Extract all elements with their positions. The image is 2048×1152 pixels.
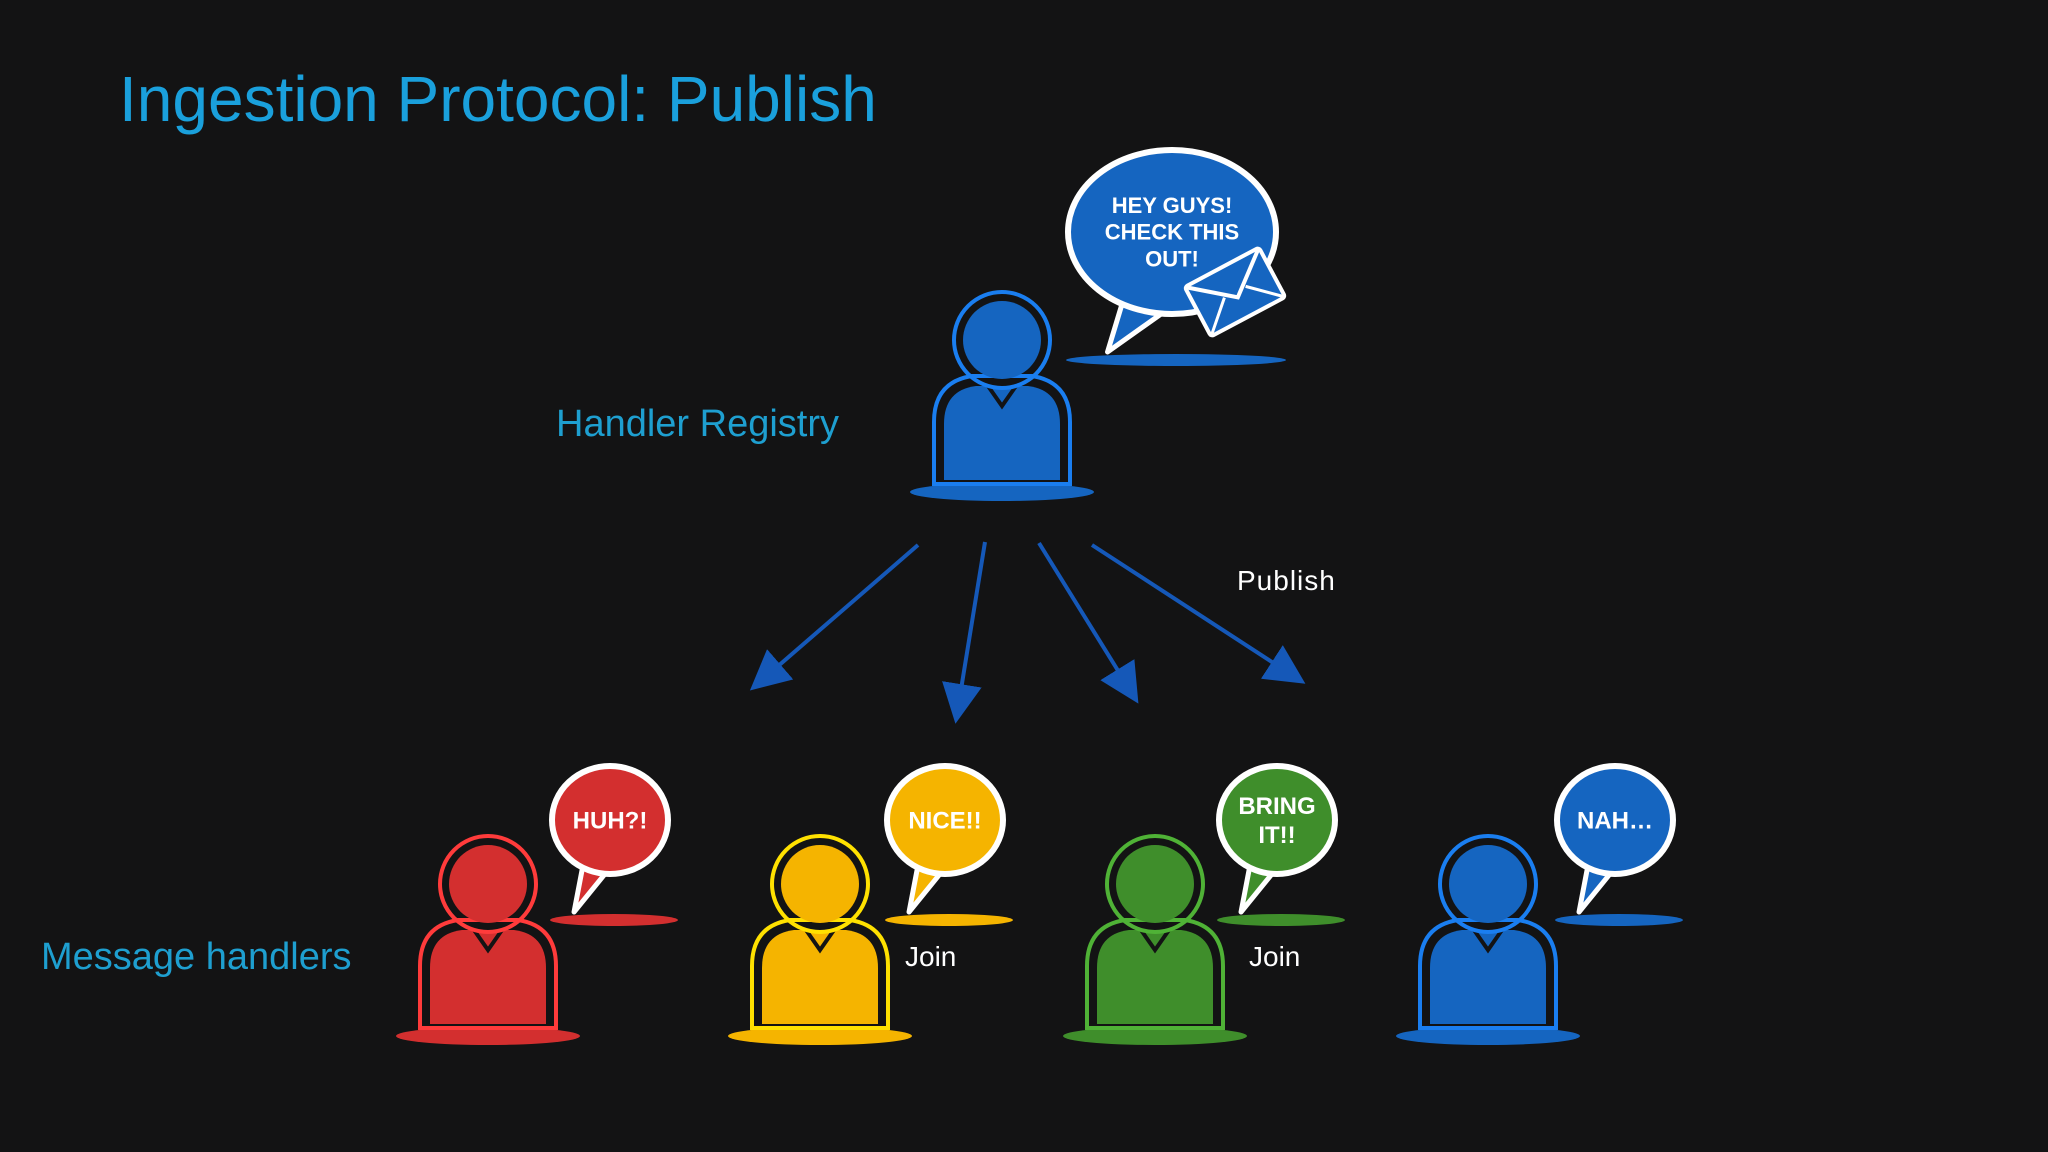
publish-arrows [749,541,1306,724]
publish-arrow [942,541,987,724]
envelope-flap [1184,246,1261,300]
person-collar [472,928,504,954]
bubble-body [1216,763,1338,877]
person-body [944,386,1060,480]
bubble-text: NAH… [1577,807,1653,834]
person-head [1116,845,1194,923]
bubble-base [1066,354,1286,366]
handler-speech-bubble: NAH… [1554,763,1683,926]
person-base [396,1027,580,1045]
handler-person [728,834,912,1045]
person-head-outline [1105,834,1205,934]
bubble-body [884,763,1006,877]
person-head-outline [438,834,538,934]
handler-person [1063,834,1247,1045]
person-body [1097,930,1213,1024]
person-collar [1472,928,1504,954]
envelope-fold [1209,284,1286,337]
person-base [728,1027,912,1045]
person-head-outline [1438,834,1538,934]
publish-label: Publish [1237,565,1336,596]
person-collar [986,384,1018,410]
publish-arrow [1090,543,1306,684]
bubble-text: HUH?! [573,807,648,834]
people-group [396,290,1580,1045]
bubble-base [1217,914,1345,926]
bubble-body [1554,763,1676,877]
join-label: Join [1249,941,1301,972]
person-base [1396,1027,1580,1045]
bubble-base [550,914,678,926]
bubble-text: IT!! [1258,822,1295,849]
envelope-body [1183,246,1287,338]
bubble-text: OUT! [1145,247,1199,272]
person-base [1063,1027,1247,1045]
bubble-base [1555,914,1683,926]
bubble-text: HEY GUYS! [1112,193,1233,218]
handler-speech-bubble: NICE!! [884,763,1013,926]
publish-arrow [1037,541,1139,704]
join-label: Join [905,941,957,972]
person-collar [804,928,836,954]
message-handlers-label: Message handlers [41,936,352,978]
slide-title: Ingestion Protocol: Publish [119,63,877,135]
bubble-text: NICE!! [908,807,981,834]
person-body [430,930,546,1024]
person-base [910,483,1094,501]
handler-person [1396,834,1580,1045]
person-body [1430,930,1546,1024]
bubble-base [885,914,1013,926]
bubble-text: CHECK THIS [1105,220,1239,245]
person-collar [1139,928,1171,954]
bubble-text: BRING [1238,793,1315,820]
person-head-outline [770,834,870,934]
publish-arrow [749,543,920,691]
person-head [963,301,1041,379]
bubble-body [549,763,671,877]
handler-speech-bubble: HUH?! [549,763,678,926]
envelope-icon [1183,246,1287,338]
person-head [1449,845,1527,923]
person-head [449,845,527,923]
handler-person [396,834,580,1045]
person-head [781,845,859,923]
registry-person [910,290,1094,501]
handler-registry-label: Handler Registry [556,403,839,445]
person-body [762,930,878,1024]
person-head-outline [952,290,1052,390]
